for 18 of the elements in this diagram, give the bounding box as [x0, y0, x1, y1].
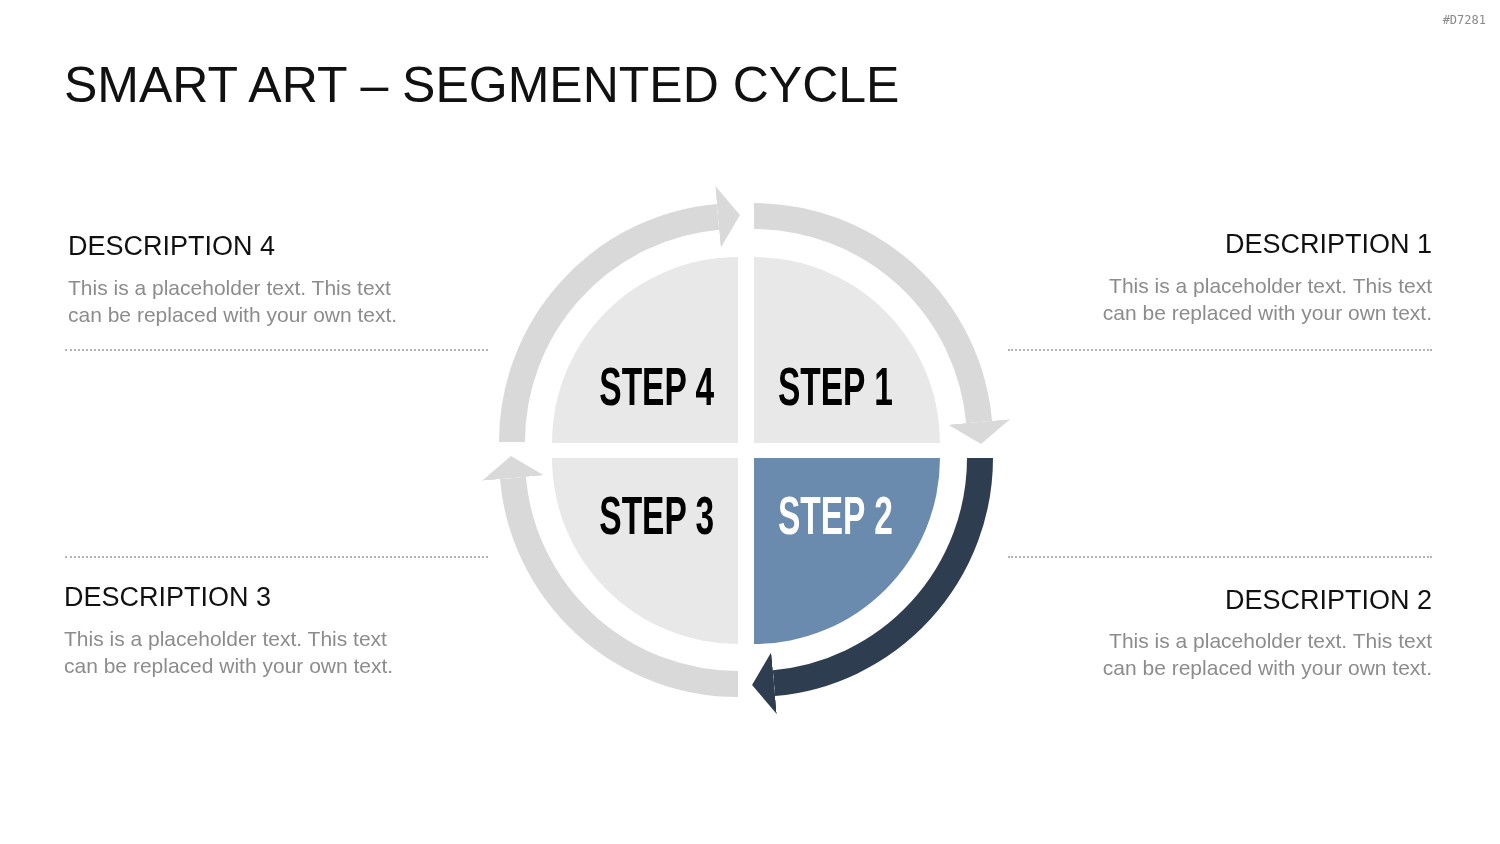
quadrant-segment: [552, 257, 738, 443]
description-text: This is a placeholder text. This text can be replaced with your own text.: [1101, 628, 1432, 681]
quadrant-segment: [754, 257, 940, 443]
description-heading: DESCRIPTION 3: [64, 581, 272, 613]
description-text: This is a placeholder text. This text can be replaced with your own text.: [68, 275, 399, 328]
step-label: STEP 2: [778, 488, 893, 542]
quadrant-segment: [552, 458, 738, 644]
step-label: STEP 4: [599, 359, 714, 413]
description-heading: DESCRIPTION 4: [68, 230, 276, 262]
step-label: STEP 3: [599, 488, 714, 542]
step-label: STEP 1: [778, 359, 893, 413]
description-text: This is a placeholder text. This text can be replaced with your own text.: [1101, 273, 1432, 326]
slide-title: SMART ART – SEGMENTED CYCLE: [64, 56, 900, 115]
description-heading: DESCRIPTION 2: [1224, 584, 1432, 616]
description-heading: DESCRIPTION 1: [1224, 228, 1432, 260]
description-text: This is a placeholder text. This text can be replaced with your own text.: [64, 626, 395, 679]
quadrant-segment: [754, 458, 940, 644]
slide-code: #D7281: [1442, 12, 1486, 28]
